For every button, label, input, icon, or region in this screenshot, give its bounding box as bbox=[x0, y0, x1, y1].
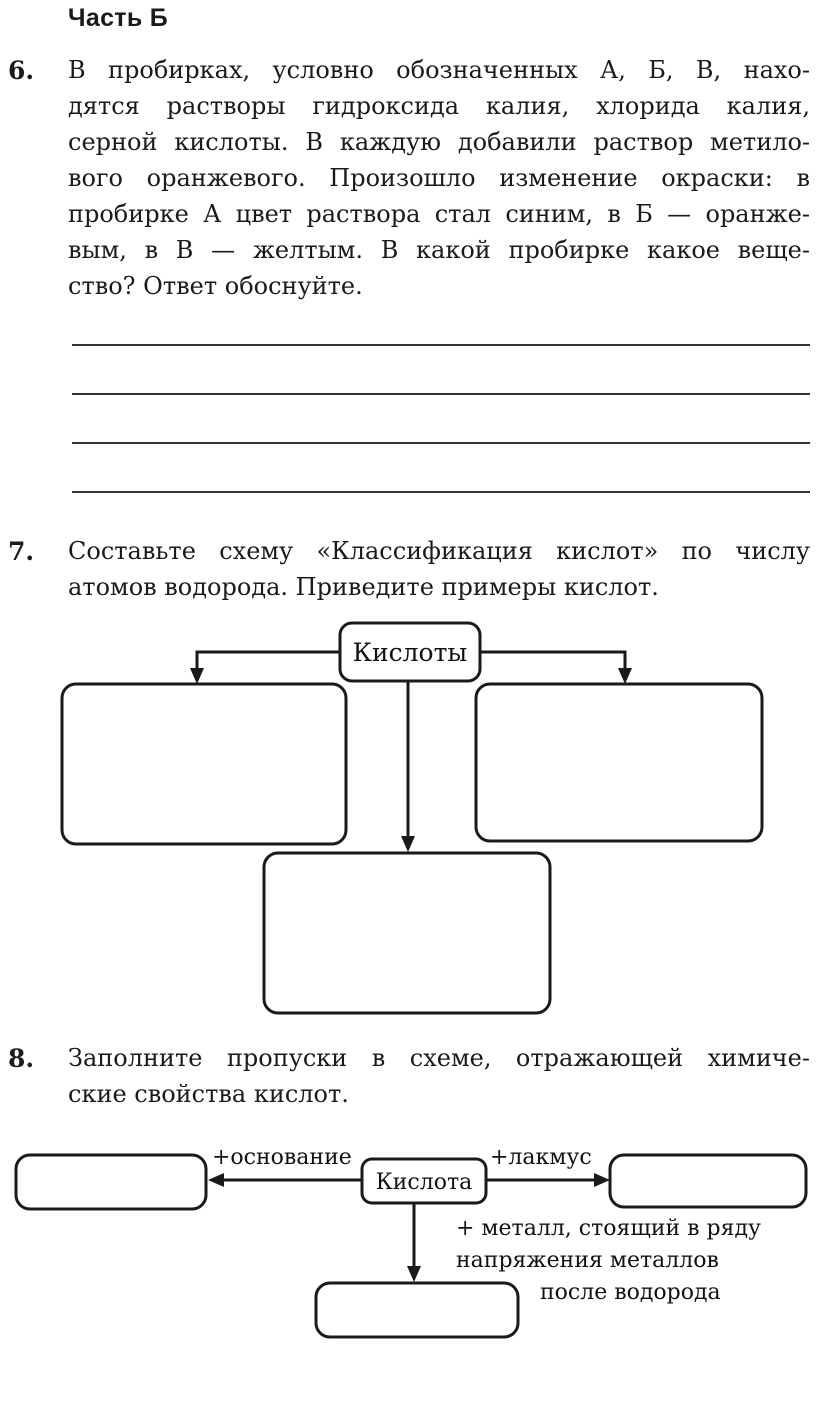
arrow-head bbox=[401, 836, 415, 852]
base-arrow-label: +основание bbox=[212, 1145, 352, 1170]
question-6-line: ство? Ответ обоснуйте. bbox=[68, 272, 363, 300]
acids-root-label: Кислоты bbox=[353, 638, 468, 667]
arrow-head bbox=[407, 1266, 421, 1282]
question-8-number: 8. bbox=[8, 1044, 35, 1073]
question-7-line: Составьте схему «Классификация кислот» п… bbox=[68, 537, 810, 565]
acid-center-label: Кислота bbox=[376, 1170, 473, 1195]
question-6-line: В пробирках, условно обозначенных А, Б, … bbox=[68, 56, 810, 84]
arrow-to-left-box bbox=[195, 650, 340, 672]
answer-box-bottom[interactable] bbox=[262, 851, 552, 1015]
part-title: Часть Б bbox=[68, 4, 169, 32]
question-6-line: серной кислоты. В каждую добавили раство… bbox=[68, 128, 810, 156]
acid-properties-diagram: Кислота +основание +лакмус + металл, сто… bbox=[14, 1145, 808, 1339]
answer-box-right[interactable] bbox=[474, 682, 764, 843]
question-8-line: Заполните пропуски в схеме, отражающей х… bbox=[68, 1044, 810, 1072]
question-7-number: 7. bbox=[8, 537, 35, 566]
question-6-line: вого оранжевого. Произошло изменение окр… bbox=[68, 164, 810, 192]
answer-line[interactable] bbox=[72, 344, 810, 346]
question-7-line: атомов водорода. Приведите примеры кисло… bbox=[68, 573, 659, 601]
question-8-line: ские свойства кислот. bbox=[68, 1080, 349, 1108]
question-6-line: вым, в В — желтым. В какой пробирке како… bbox=[68, 236, 810, 264]
answer-box-left[interactable] bbox=[14, 1153, 208, 1211]
metal-arrow-label: после водорода bbox=[540, 1280, 721, 1305]
acid-classification-diagram: Кислоты bbox=[60, 621, 764, 1015]
acid-center-box bbox=[360, 1157, 488, 1205]
question-6-line: пробирке А цвет раствора стал синим, в Б… bbox=[68, 200, 810, 228]
litmus-arrow-label: +лакмус bbox=[490, 1145, 592, 1170]
answer-line[interactable] bbox=[72, 393, 810, 395]
metal-arrow-label: напряжения металлов bbox=[456, 1248, 719, 1273]
acids-root-box bbox=[338, 621, 482, 683]
metal-arrow-label: + металл, стоящий в ряду bbox=[456, 1216, 761, 1241]
arrow-head bbox=[618, 668, 632, 684]
arrow-head bbox=[594, 1173, 610, 1187]
answer-box-bottom[interactable] bbox=[314, 1281, 520, 1339]
answer-box-left[interactable] bbox=[60, 682, 348, 846]
answer-line[interactable] bbox=[72, 442, 810, 444]
question-6-line: дятся растворы гидроксида калия, хлорида… bbox=[68, 92, 810, 120]
question-6-number: 6. bbox=[8, 56, 35, 85]
answer-line[interactable] bbox=[72, 491, 810, 493]
arrow-to-right-box bbox=[480, 650, 627, 672]
arrow-head bbox=[208, 1173, 224, 1187]
arrow-head bbox=[190, 668, 204, 684]
answer-box-right[interactable] bbox=[608, 1153, 808, 1209]
